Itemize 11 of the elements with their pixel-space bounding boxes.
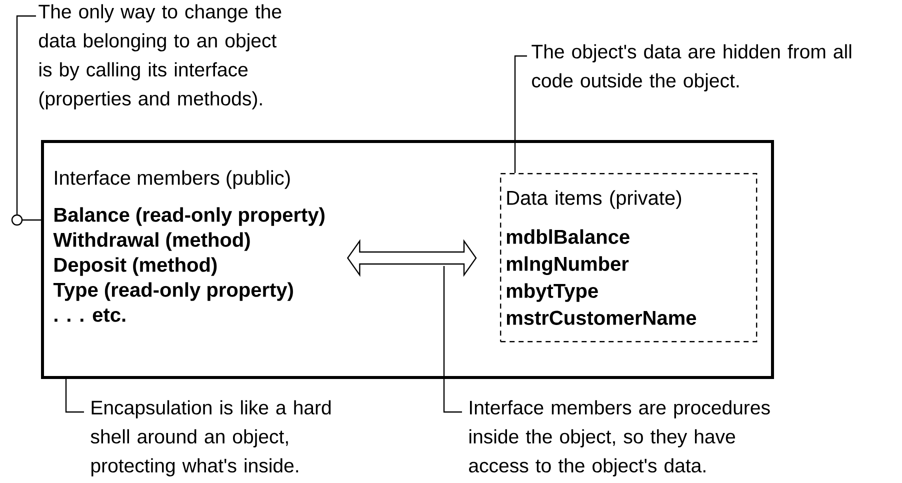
callout-text: Interface members are procedures inside the object, so they have access to the object's data. (469, 400, 770, 476)
interface-member-list: Interface members (public) Balance (read-only property) Withdrawal (method) Deposit (method) Type (read-only property) . . . etc. (53, 170, 324, 322)
callout-text: The only way to change the data belonging to an object is by calling its interface (properties and methods). (38, 4, 282, 110)
data-items-box: Data items (private) mdblBalance mlngNumber mbytType mstrCustomerName (500, 173, 758, 342)
callout-text: The object's data are hidden from all code outside the object. (532, 44, 852, 92)
leader-line (443, 266, 462, 413)
callout-text: Encapsulation is like a hard shell around an object, protecting what's inside. (90, 400, 331, 476)
leader-line (11, 15, 41, 226)
leader-line (514, 55, 527, 173)
leader-line (65, 379, 84, 413)
object-box (41, 140, 774, 379)
